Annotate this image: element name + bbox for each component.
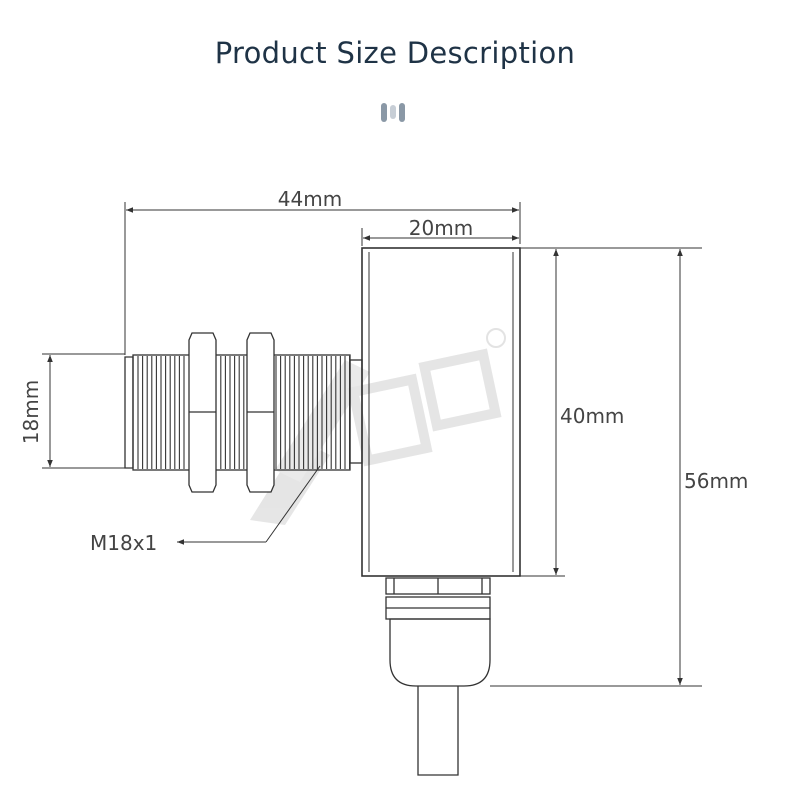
thread-lines (137, 356, 351, 469)
decorative-divider-icon (381, 103, 405, 122)
divider-bar (399, 103, 405, 122)
dimension-diameter-label: 18mm (19, 380, 43, 444)
divider-bar (381, 103, 387, 122)
sensor-housing (361, 247, 521, 577)
barrel-tip (124, 356, 134, 469)
watermark-logo (250, 328, 506, 525)
dimension-length-label: 44mm (278, 187, 342, 211)
dimension-housing-height-label: 40mm (560, 404, 624, 428)
page-title: Product Size Description (214, 36, 576, 70)
thread-spec-label: M18x1 (90, 531, 157, 555)
cable (417, 686, 459, 776)
sensor-body (124, 247, 521, 776)
gland-dome (389, 618, 491, 687)
dimension-overall-height-label: 56mm (684, 469, 748, 493)
dimension-width-label: 20mm (409, 216, 473, 240)
divider-bar (390, 105, 396, 119)
dimension-lines (42, 202, 702, 687)
